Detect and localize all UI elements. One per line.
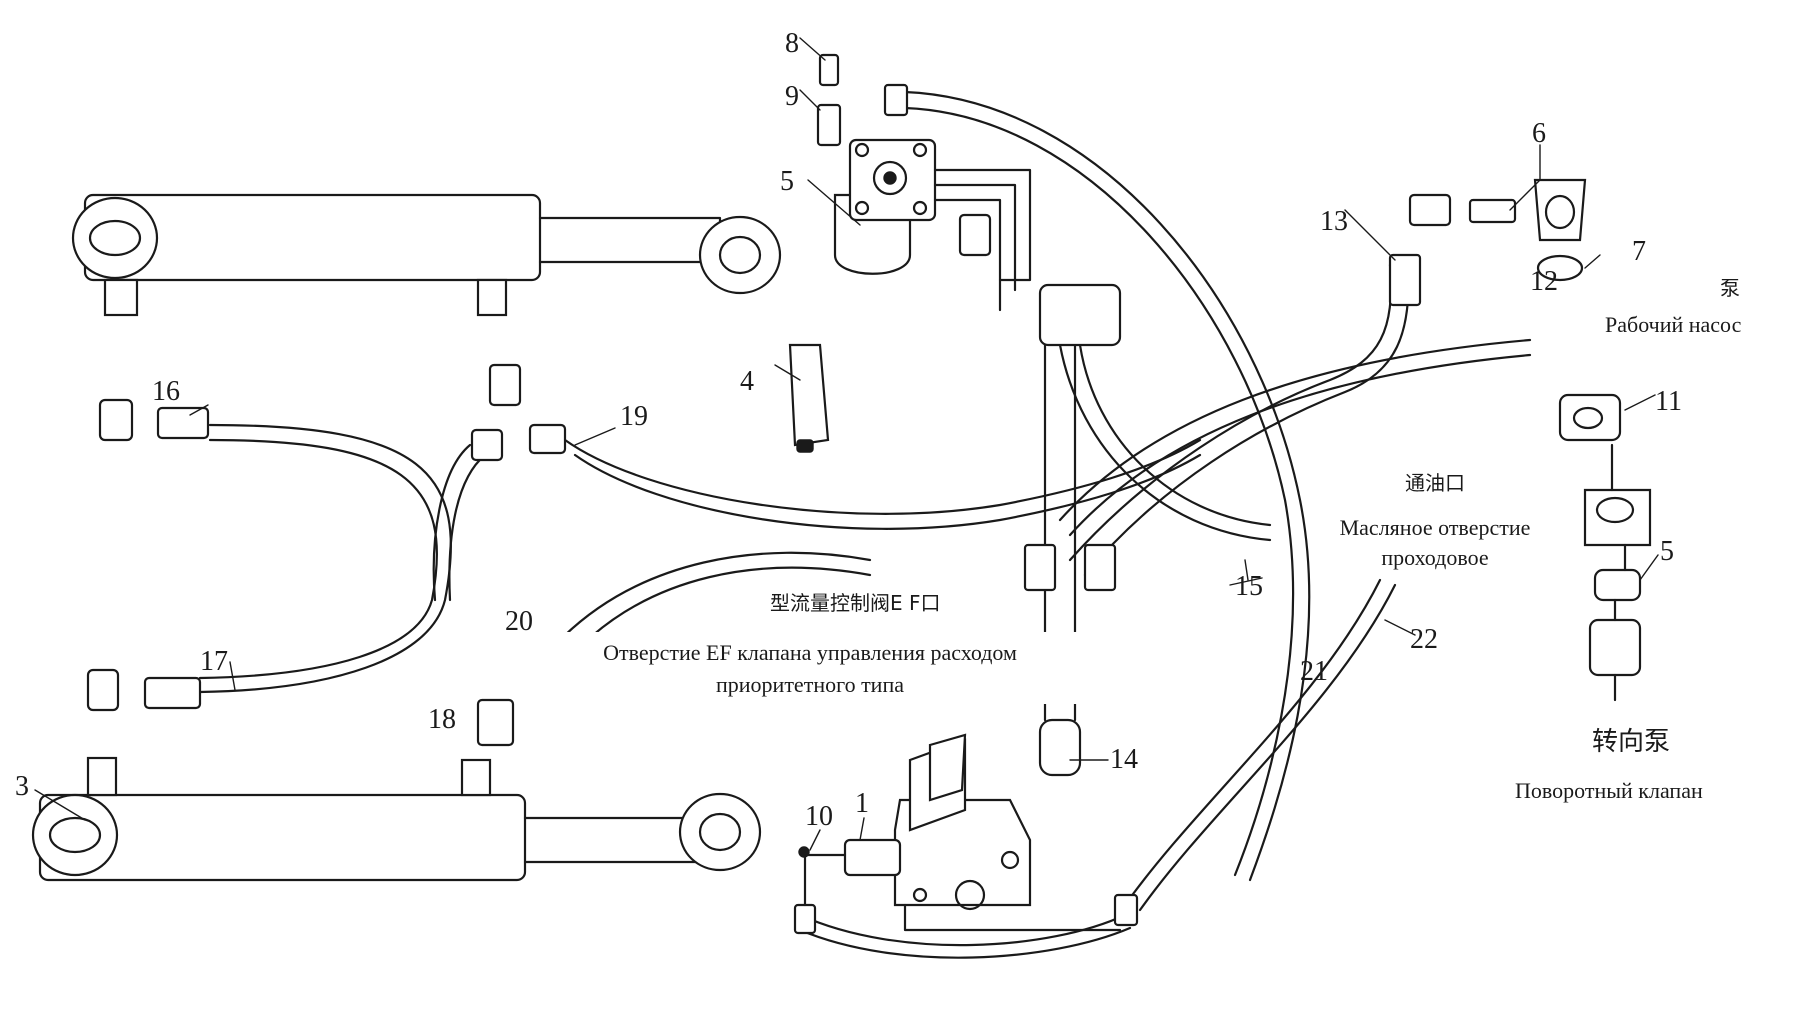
- upper-steering-cylinder: [71, 193, 782, 317]
- bracket-part-4: [788, 343, 830, 453]
- fittings: [86, 53, 1517, 935]
- callout-14: 14: [1110, 744, 1138, 775]
- callout-7: 7: [1632, 236, 1646, 267]
- chinese-fragments: 泵 通油口 型流量控制阀E F口 转向泵: [770, 276, 1740, 757]
- russian-labels: Рабочий насос Масляное отверстие проходо…: [530, 305, 1785, 807]
- lower-steering-cylinder: [31, 756, 762, 882]
- callout-16: 16: [152, 376, 180, 407]
- callout-9: 9: [785, 81, 799, 112]
- callout-18: 18: [428, 704, 456, 735]
- callout-22: 22: [1410, 624, 1438, 655]
- callout-10: 10: [805, 801, 833, 832]
- callout-5a: 5: [780, 166, 794, 197]
- cn-flow-valve-fragment: 型流量控制阀E F口: [770, 591, 941, 615]
- hoses: [198, 90, 1532, 959]
- callout-numbers: 8 9 4 6 7 12 13 11 5 15 21 22 14 1 10 19…: [15, 28, 1682, 832]
- label-oil-port-line1: Масляное отверстие: [1340, 515, 1531, 540]
- label-oil-port-line2: проходовое: [1381, 545, 1488, 570]
- callout-12: 12: [1530, 266, 1558, 297]
- cn-pump-fragment: 泵: [1720, 276, 1740, 300]
- label-priority-valve-line1: Отверстие EF клапана управления расходом: [603, 640, 1017, 665]
- callout-11: 11: [1655, 386, 1682, 417]
- steering-gear-unit: [833, 138, 1122, 347]
- callout-13: 13: [1320, 206, 1348, 237]
- leader-lines: [34, 37, 1659, 851]
- label-priority-valve-line2: приоритетного типа: [716, 672, 904, 697]
- callout-4: 4: [740, 366, 754, 397]
- callout-19: 19: [620, 401, 648, 432]
- priority-valve: [803, 733, 1122, 932]
- callout-6: 6: [1532, 118, 1546, 149]
- label-steering-valve: Поворотный клапан: [1515, 778, 1703, 803]
- callout-15: 15: [1235, 571, 1263, 602]
- callout-3: 3: [15, 771, 29, 802]
- callout-20: 20: [505, 606, 533, 637]
- label-working-pump: Рабочий насос: [1605, 312, 1742, 337]
- cn-steering-pump: 转向泵: [1592, 727, 1670, 757]
- callout-5b: 5: [1660, 536, 1674, 567]
- pump-assembly: [1533, 178, 1652, 702]
- callout-1: 1: [855, 788, 869, 819]
- callout-8: 8: [785, 28, 799, 59]
- cn-oil-port-fragment: 通油口: [1405, 471, 1465, 495]
- callout-21: 21: [1300, 656, 1328, 687]
- callout-17: 17: [200, 646, 228, 677]
